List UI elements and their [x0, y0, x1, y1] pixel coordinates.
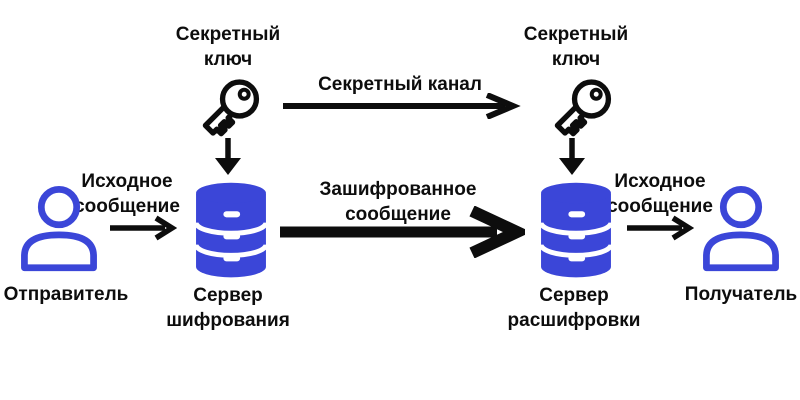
source-message-right-label: Исходное сообщение [607, 171, 713, 217]
person-icon [698, 186, 784, 272]
server-to-receiver-arrow [626, 214, 694, 242]
secret-channel-arrow [281, 93, 521, 119]
encryption-server-label: Сервер шифрования [166, 285, 290, 331]
encrypted-message-label: Зашифрованное сообщение [319, 179, 477, 225]
key-icon [186, 68, 268, 146]
encrypted-message-arrow [279, 206, 525, 258]
database-icon [193, 177, 269, 285]
decryption-server-label: Сервер расшифровки [507, 285, 641, 331]
key-to-decryption-server-arrow [557, 136, 587, 176]
sender-label: Отправитель [3, 284, 129, 305]
database-icon [538, 177, 614, 285]
receiver-label: Получатель [684, 284, 798, 305]
secret-channel-label: Секретный канал [318, 74, 482, 95]
person-icon [16, 186, 102, 272]
sender-to-server-arrow [109, 214, 177, 242]
key-right-label: Секретный ключ [523, 24, 629, 70]
key-left-label: Секретный ключ [175, 24, 281, 70]
key-to-encryption-server-arrow [213, 136, 243, 176]
source-message-left-label: Исходное сообщение [74, 171, 180, 217]
key-icon [538, 68, 620, 146]
